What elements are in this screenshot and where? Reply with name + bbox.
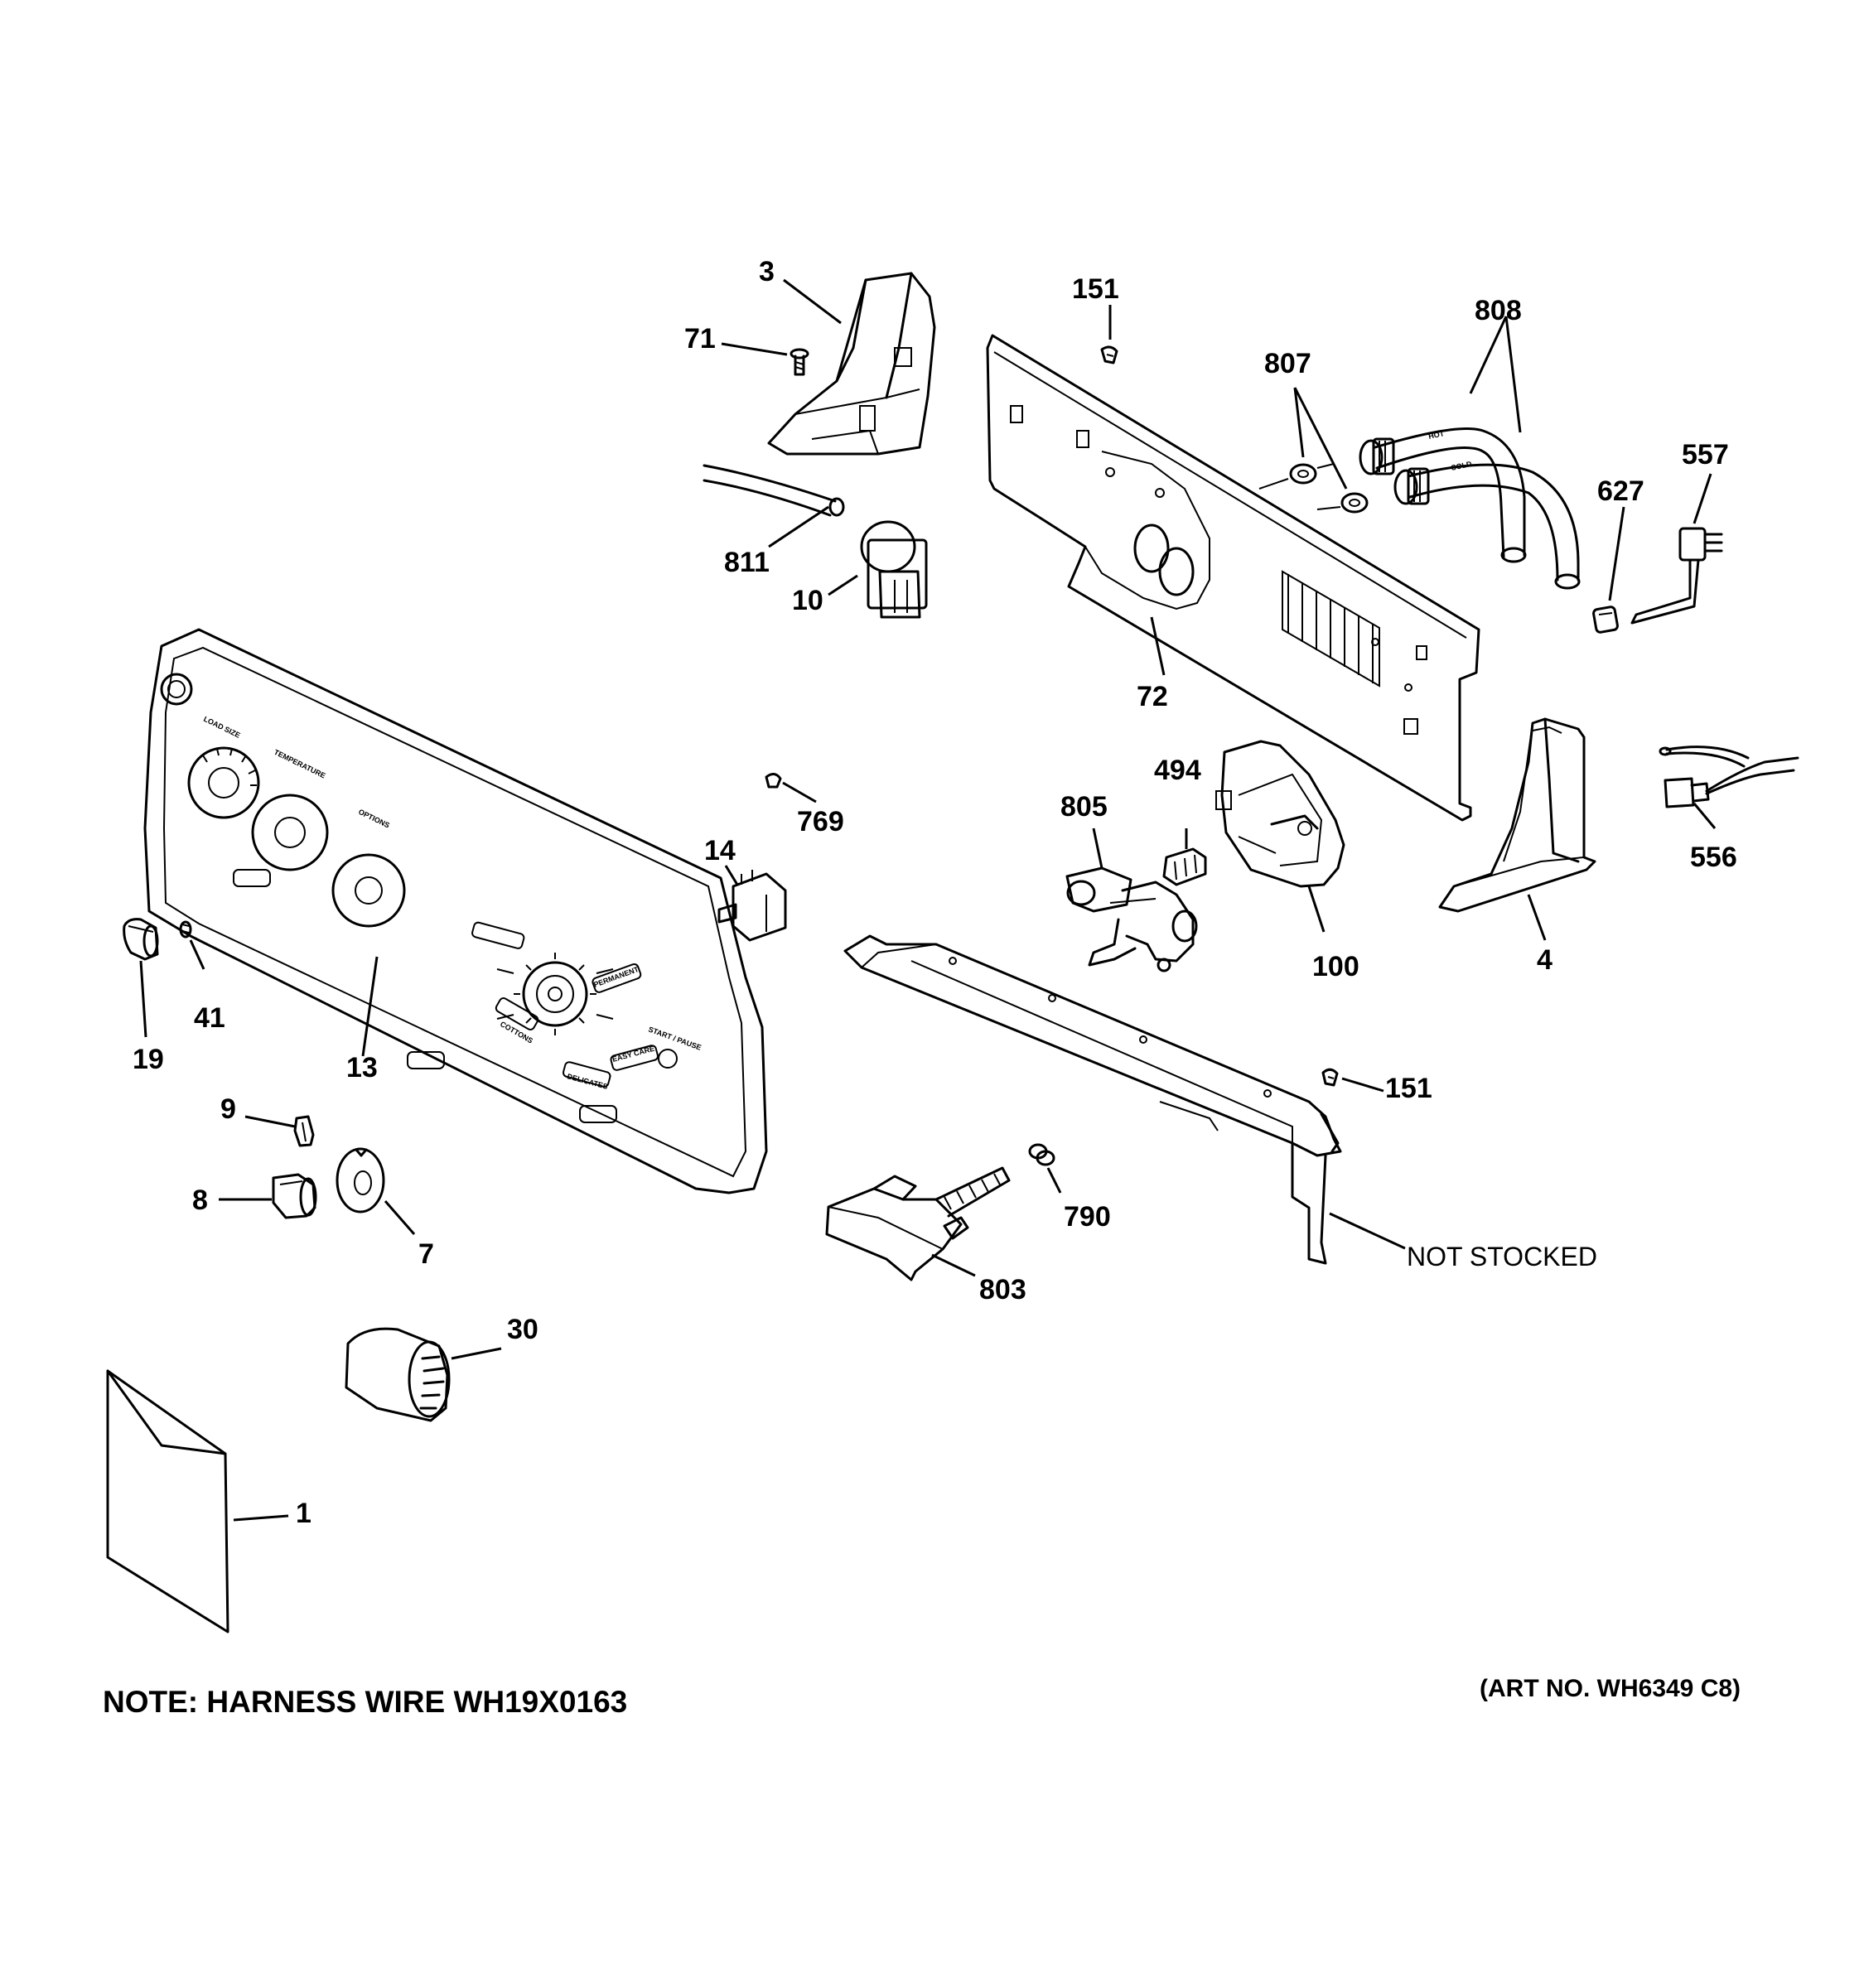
part-100-timer	[1215, 740, 1345, 888]
label-temperature: TEMPERATURE	[273, 748, 326, 780]
part-494-connector	[1162, 847, 1207, 886]
cycle-selector-dial	[496, 953, 614, 1035]
part-811-tube	[703, 464, 845, 517]
callout-805: 805	[1060, 791, 1108, 823]
part-13-control-panel: LOAD SIZE TEMPERATURE OPTIONS COTTONS PE…	[143, 628, 768, 1194]
callout-790: 790	[1064, 1201, 1111, 1233]
art-number: (ART NO. WH6349 C8)	[1480, 1675, 1741, 1702]
part-14-switch	[717, 870, 787, 942]
part-30-capacitor	[345, 1327, 451, 1422]
part-627-connector	[1592, 606, 1619, 634]
callout-811: 811	[724, 547, 770, 578]
part-10-pressure-switch	[860, 520, 928, 619]
callout-10: 10	[792, 585, 823, 616]
part-72-backsplash-panel	[986, 334, 1480, 822]
part-9-clip	[293, 1115, 315, 1147]
panel-vent-slots	[1282, 570, 1380, 688]
callout-151-lower: 151	[1385, 1073, 1432, 1104]
harness-wire-note: NOTE: HARNESS WIRE WH19X0163	[103, 1685, 628, 1719]
part-557-sensor-harness	[1630, 527, 1723, 625]
callout-3: 3	[759, 256, 775, 287]
callout-769: 769	[797, 806, 844, 837]
part-41-spring	[179, 920, 192, 939]
not-stocked-rail	[843, 934, 1342, 1265]
hose-fitting-hot	[1359, 437, 1395, 475]
label-options: OPTIONS	[357, 808, 391, 830]
callout-808: 808	[1475, 295, 1522, 326]
hose-label-hot: HOT	[1427, 429, 1445, 441]
part-151-screw-lower	[1321, 1068, 1339, 1087]
callout-100: 100	[1312, 951, 1359, 982]
brand-logo-badge	[160, 673, 193, 706]
callout-30: 30	[507, 1314, 538, 1345]
part-556-wire-harness	[1659, 746, 1799, 808]
part-790-clamp	[1028, 1143, 1055, 1166]
callout-7: 7	[418, 1238, 434, 1270]
part-805-water-valve	[1065, 866, 1198, 972]
callout-41: 41	[194, 1002, 225, 1034]
part-807-washers	[1258, 463, 1369, 514]
label-delicates: DELICATES	[566, 1072, 608, 1091]
callout-not-stocked: NOT STOCKED	[1407, 1242, 1597, 1271]
label-load-size: LOAD SIZE	[202, 715, 242, 740]
part-808-fill-hoses: HOT COLD	[1359, 427, 1581, 590]
callout-19: 19	[133, 1044, 164, 1075]
label-cottons: COTTONS	[499, 1020, 534, 1045]
part-1-envelope	[106, 1369, 229, 1633]
knob-load-size	[187, 746, 260, 819]
hose-label-cold: COLD	[1450, 460, 1473, 472]
callout-1: 1	[296, 1498, 311, 1529]
part-3-end-cap-bracket	[767, 272, 936, 456]
hose-fitting-cold	[1393, 467, 1430, 505]
callout-13: 13	[346, 1052, 378, 1083]
callout-627: 627	[1597, 475, 1644, 507]
callout-151-top: 151	[1072, 273, 1119, 305]
part-19-knob	[123, 918, 159, 961]
start-pause-button	[658, 1049, 678, 1069]
callout-803: 803	[979, 1274, 1026, 1305]
callout-807: 807	[1264, 348, 1311, 379]
part-4-end-cap-bracket	[1438, 717, 1596, 913]
part-151-screw-top	[1100, 345, 1118, 364]
part-8-knob	[272, 1173, 317, 1219]
callout-9: 9	[220, 1093, 236, 1125]
callout-4: 4	[1537, 944, 1553, 976]
part-803-dispenser	[825, 1166, 1011, 1281]
part-7-dial	[336, 1147, 385, 1214]
callout-494: 494	[1154, 755, 1201, 786]
part-769-screw	[765, 773, 782, 789]
callout-14: 14	[704, 835, 736, 866]
label-easy-care: EASY CARE	[611, 1045, 655, 1064]
callout-71: 71	[684, 323, 716, 355]
callouts: 3 71 151 807 808 557 627 811 10 72 556 4…	[133, 256, 1737, 1529]
knob-options	[331, 853, 406, 928]
part-71-screw	[790, 348, 809, 376]
knob-temperature	[251, 794, 329, 871]
callout-556: 556	[1690, 842, 1737, 873]
leader-lines	[139, 278, 1717, 1522]
callout-8: 8	[192, 1185, 208, 1216]
callout-557: 557	[1682, 439, 1729, 470]
callout-72: 72	[1137, 681, 1168, 712]
